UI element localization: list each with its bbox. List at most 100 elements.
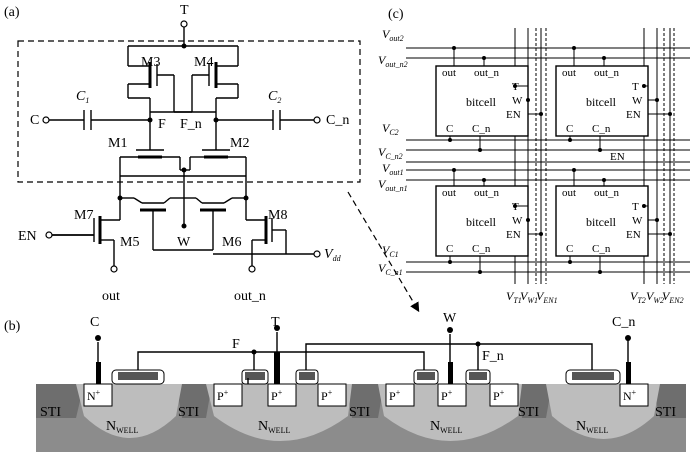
node-label-out: out xyxy=(102,289,120,304)
cell-port-out: out xyxy=(562,187,576,199)
row-label: Vout2 xyxy=(382,27,404,43)
cell-port-EN: EN xyxy=(506,229,521,241)
transistor-M7: M7 xyxy=(52,198,121,266)
row-label: VC_n2 xyxy=(378,145,403,161)
pplus-label: P+ xyxy=(389,388,401,403)
cell-name: bitcell xyxy=(466,95,497,109)
column-label: VW1 xyxy=(520,289,538,305)
node-label-Cn: C_n xyxy=(326,113,349,128)
panel-b-cross-section: (b) STI STI STI STI STI NWELL NWELL NWEL… xyxy=(4,311,686,452)
sti-label: STI xyxy=(40,405,61,420)
cell-port-T: T xyxy=(632,81,639,93)
pin-label-T: T xyxy=(271,315,280,330)
cell-name: bitcell xyxy=(466,215,497,229)
nwell-label: NWELL xyxy=(430,419,462,435)
node-label-Fn: F_n xyxy=(180,117,202,132)
label-M3: M3 xyxy=(141,55,160,70)
pplus-label: P+ xyxy=(271,388,283,403)
nplus-label: N+ xyxy=(623,388,637,403)
column-label: VT2 xyxy=(630,289,646,305)
label-M7: M7 xyxy=(74,208,93,223)
cell-port-EN: EN xyxy=(626,229,641,241)
transistor-M6: M6 xyxy=(184,197,241,250)
dashed-region xyxy=(17,40,361,183)
cell-port-out: out xyxy=(442,187,456,199)
transistor-M8: M8 xyxy=(245,198,287,266)
cell-port-T: T xyxy=(632,201,639,213)
row-label: Vout_n1 xyxy=(378,177,408,193)
label-M4: M4 xyxy=(194,55,213,70)
cap-label-C2: C2 xyxy=(268,89,281,105)
pplus-label: P+ xyxy=(321,388,333,403)
panel-a-circuit: (a) T M3 xyxy=(4,3,420,313)
pplus-label: P+ xyxy=(217,388,229,403)
cell-port-C-n: C_n xyxy=(472,123,491,135)
cell-port-C-n: C_n xyxy=(472,243,491,255)
node-label-vdd: Vdd xyxy=(324,247,342,263)
column-label: VT1 xyxy=(506,289,522,305)
cell-name: bitcell xyxy=(586,215,617,229)
pin-label-Cn: C_n xyxy=(612,315,635,330)
array-en-label: EN xyxy=(610,151,625,163)
transistor-M1: M1 xyxy=(108,136,181,176)
cell-port-W: W xyxy=(632,215,643,227)
cell-port-out-n: out_n xyxy=(594,187,620,199)
nwell-label: NWELL xyxy=(258,419,290,435)
cell-port-W: W xyxy=(512,215,523,227)
cell-port-EN: EN xyxy=(626,109,641,121)
pin-label-Fn: F_n xyxy=(482,349,504,364)
gate-stacks xyxy=(111,369,621,385)
cell-port-W: W xyxy=(512,95,523,107)
node-label-C: C xyxy=(30,113,39,128)
terminal-T xyxy=(180,20,188,28)
panel-c-array: (c) outout_nbitcellTWENCC_noutout_nbitce… xyxy=(378,7,690,305)
sti-label: STI xyxy=(349,405,370,420)
cell-port-C: C xyxy=(446,243,453,255)
interconnects xyxy=(137,341,593,384)
column-label: VEN2 xyxy=(662,289,684,305)
node-label-W: W xyxy=(177,235,191,250)
cell-port-C: C xyxy=(566,123,573,135)
row-label: Vout_n2 xyxy=(378,53,408,69)
panel-label-c: (c) xyxy=(388,7,404,22)
node-label-out-n: out_n xyxy=(234,289,266,304)
cell-port-out-n: out_n xyxy=(474,187,500,199)
label-M1: M1 xyxy=(108,136,127,151)
nplus-label: N+ xyxy=(87,388,101,403)
cell-port-C: C xyxy=(446,123,453,135)
row-label: VC_n1 xyxy=(378,261,403,277)
pin-label-F: F xyxy=(232,337,240,352)
label-M6: M6 xyxy=(222,235,241,250)
column-label: VW2 xyxy=(646,289,664,305)
sti-label: STI xyxy=(178,405,199,420)
sti-regions xyxy=(36,384,686,418)
transistor-M4: M4 xyxy=(191,46,239,112)
cell-port-W: W xyxy=(632,95,643,107)
transistor-M2: M2 xyxy=(189,136,249,176)
row-label: Vout1 xyxy=(382,161,404,177)
pplus-label: P+ xyxy=(441,388,453,403)
cell-name: bitcell xyxy=(586,95,617,109)
node-label-EN: EN xyxy=(18,229,37,244)
cap-label-C1: C1 xyxy=(76,89,89,105)
transistor-M5: M5 xyxy=(120,197,184,250)
panel-label-a: (a) xyxy=(4,5,20,20)
diffusions xyxy=(83,383,649,407)
cell-port-EN: EN xyxy=(506,109,521,121)
transistor-M3: M3 xyxy=(127,46,175,112)
cell-port-out-n: out_n xyxy=(594,67,620,79)
nwell-label: NWELL xyxy=(576,419,608,435)
cell-port-C-n: C_n xyxy=(592,243,611,255)
node-label-T: T xyxy=(180,3,189,18)
cell-port-out: out xyxy=(562,67,576,79)
row-label: VC2 xyxy=(382,121,399,137)
cell-port-C-n: C_n xyxy=(592,123,611,135)
column-label: VEN1 xyxy=(536,289,558,305)
label-M5: M5 xyxy=(120,235,139,250)
contacts xyxy=(95,325,631,384)
cell-port-C: C xyxy=(566,243,573,255)
